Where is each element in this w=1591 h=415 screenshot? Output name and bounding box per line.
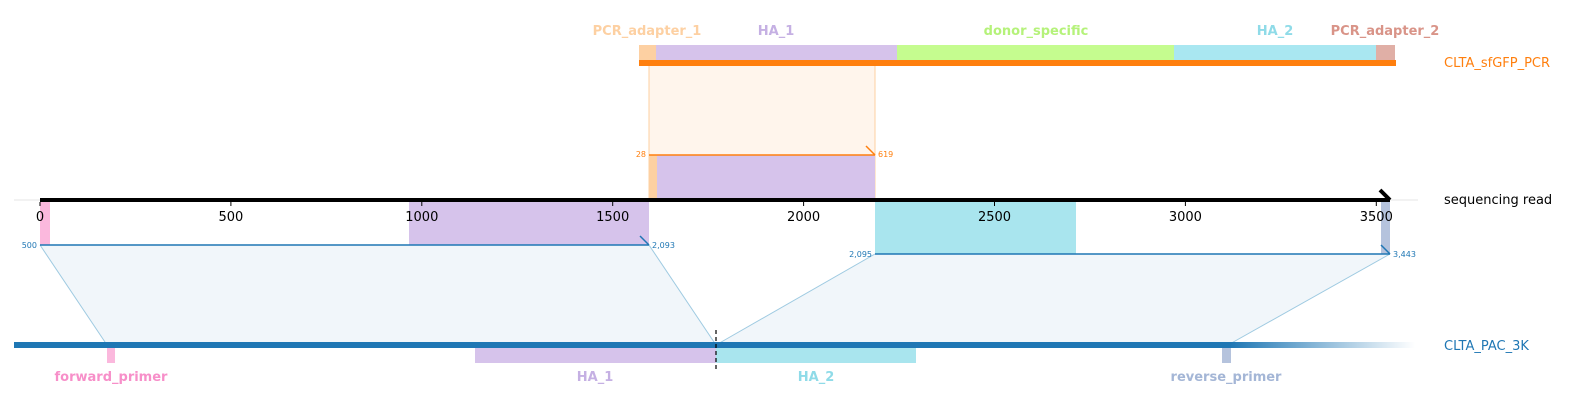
pcr-feature-donor-specific <box>897 45 1174 63</box>
pcr-track-label: CLTA_sfGFP_PCR <box>1444 56 1550 71</box>
pcr-track-group: PCR_adapter_1 HA_1 donor_specific HA_2 P… <box>593 24 1550 71</box>
pcr-alignment-start-label: 28 <box>636 150 646 159</box>
read-axis-ticks: 0 500 1000 1500 2000 2500 3000 3500 <box>36 202 1393 225</box>
read-projection-reverse-primer <box>1381 200 1390 254</box>
pcr-feature-pcr-adapter-2 <box>1376 45 1395 63</box>
pac-alignment-1-shade <box>40 245 716 345</box>
read-projection-ha-1-top <box>657 155 875 200</box>
read-projection-pcr-adapter-1 <box>649 155 657 200</box>
pac-feature-reverse-primer <box>1222 345 1231 363</box>
pac-track-bar <box>14 342 1230 348</box>
read-axis-arrow-head <box>1378 188 1392 202</box>
pac-alignment-1-arrow-head <box>639 235 650 246</box>
read-projection-ha-2 <box>875 200 1076 254</box>
pac-track-group: forward_primer HA_1 HA_2 reverse_primer … <box>14 330 1529 385</box>
pac-alignment-2-edge-right <box>1227 253 1391 346</box>
pac-alignment-1-end-label: 2,093 <box>652 241 675 250</box>
read-axis-tick-label: 1000 <box>405 210 438 225</box>
read-axis-group: 0 500 1000 1500 2000 2500 3000 3500 sequencing … <box>14 188 1552 254</box>
pac-feature-label-reverse-primer: reverse_primer <box>1171 370 1283 385</box>
pac-track-fade <box>1230 342 1415 348</box>
pcr-alignment-group: 28 619 <box>636 66 893 200</box>
read-axis-tick-label: 500 <box>218 210 243 225</box>
pac-feature-label-ha-2: HA_2 <box>798 370 835 385</box>
pac-alignment-2-start-label: 2,095 <box>849 250 872 259</box>
pac-alignment-2-shade <box>716 254 1390 345</box>
pcr-alignment-end-label: 619 <box>878 150 893 159</box>
pcr-track-bar <box>639 60 1396 66</box>
read-axis-tick-label: 3000 <box>1169 210 1202 225</box>
pac-feature-label-ha-1: HA_1 <box>577 370 614 385</box>
pac-alignment-2-arrow-head <box>1380 244 1391 255</box>
pac-feature-label-forward-primer: forward_primer <box>55 370 169 385</box>
pcr-feature-label-pcr-adapter-2: PCR_adapter_2 <box>1331 24 1440 39</box>
pcr-feature-label-donor-specific: donor_specific <box>984 24 1089 39</box>
pac-alignment-2-edge-left <box>715 253 876 346</box>
read-axis-tick-label: 2000 <box>787 210 820 225</box>
pac-feature-ha-2 <box>716 345 916 363</box>
pcr-feature-pcr-adapter-1 <box>639 45 656 63</box>
pac-alignment-2-end-label: 3,443 <box>1393 250 1416 259</box>
read-axis-tick-label: 3500 <box>1360 210 1393 225</box>
pac-alignment-1-edge-right <box>648 244 717 346</box>
read-axis-tick-label: 1500 <box>596 210 629 225</box>
read-axis-tick-label: 0 <box>36 210 44 225</box>
read-projection-ha-1-bottom <box>409 200 649 245</box>
pcr-alignment-arrow-head <box>865 145 876 156</box>
pac-feature-forward-primer <box>107 345 115 363</box>
pcr-feature-label-ha-2: HA_2 <box>1257 24 1294 39</box>
pcr-feature-ha-2 <box>1174 45 1376 63</box>
pac-track-label: CLTA_PAC_3K <box>1444 339 1529 354</box>
pac-alignment-1-edge-left <box>39 244 108 346</box>
pcr-feature-label-ha-1: HA_1 <box>758 24 795 39</box>
read-axis-tick-label: 2500 <box>978 210 1011 225</box>
pac-alignment-group: 500 2,093 2,095 3,443 <box>22 235 1416 346</box>
read-track-label: sequencing read <box>1444 193 1552 208</box>
pcr-feature-label-pcr-adapter-1: PCR_adapter_1 <box>593 24 702 39</box>
pac-feature-ha-1 <box>475 345 716 363</box>
pac-alignment-1-start-label: 500 <box>22 241 37 250</box>
pcr-feature-ha-1 <box>656 45 897 63</box>
read-projection-forward-primer <box>40 200 50 245</box>
